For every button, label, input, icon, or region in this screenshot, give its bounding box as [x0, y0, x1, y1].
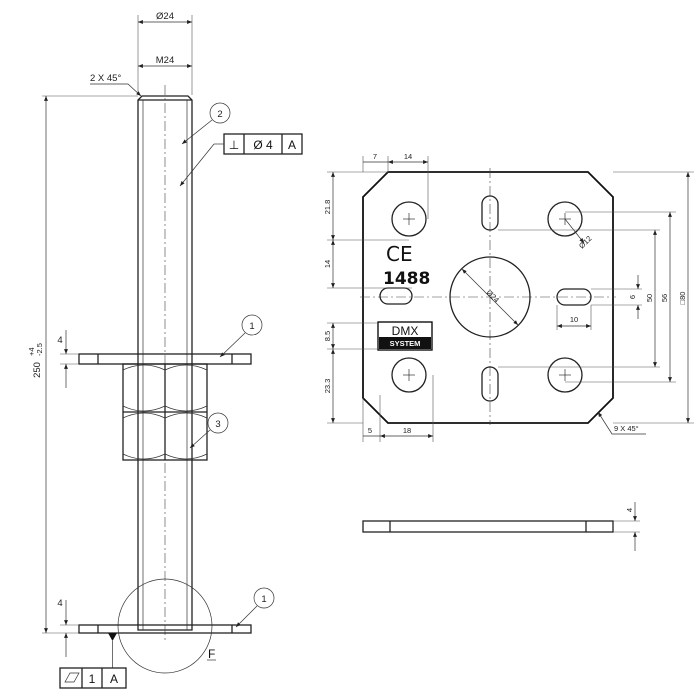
dim-overall-length-tol-lower: -2.5	[35, 343, 44, 356]
hole-bottom-left	[391, 357, 427, 393]
balloon-3-label: 3	[215, 419, 220, 430]
balloon-1-upper: 1	[219, 314, 263, 358]
detail-label: F	[208, 647, 215, 661]
dim-80-label: □80	[678, 292, 687, 305]
dim-thread: M24	[138, 55, 192, 68]
dim-left-vertical: 21.8 14 8.5 23.3	[323, 171, 412, 424]
dim-upper-plate-thickness-label: 4	[57, 335, 62, 346]
hex-nuts	[122, 363, 208, 461]
balloon-1-upper-label: 1	[249, 321, 254, 332]
fcf-perpendicular-tolerance: Ø 4	[253, 138, 273, 152]
fcf-flatness: 1 A	[59, 667, 127, 689]
dim-10-label: 10	[570, 315, 578, 324]
datum-a-marker	[108, 633, 117, 668]
dim-chamfer-plate-label: 9 X 45°	[614, 424, 639, 433]
dim-chamfer-rod-label: 2 X 45°	[90, 73, 121, 84]
plan-view: Ø24 Ø12	[323, 152, 694, 442]
slot-right	[556, 288, 592, 306]
threaded-rod	[137, 85, 193, 640]
slot-top	[481, 195, 499, 231]
fcf-perpendicular: ⊥ Ø 4 A	[179, 133, 303, 187]
perpendicular-icon: ⊥	[229, 138, 239, 152]
dim-8-5-label: 8.5	[323, 331, 332, 341]
dim-diameter-top-label: Ø24	[156, 11, 174, 22]
dim-21-8-label: 21.8	[323, 200, 332, 215]
dim-upper-plate-thickness: 4	[57, 330, 79, 388]
dim-dia12-label: Ø12	[577, 234, 593, 250]
dim-overall-length-tol-upper: +4	[27, 347, 36, 356]
fcf-perpendicular-datum: A	[288, 138, 296, 152]
hole-bottom-right	[547, 357, 583, 393]
dim-7-label: 7	[373, 152, 377, 161]
side-view: 4	[362, 502, 640, 551]
base-plate-outline	[362, 171, 614, 424]
balloon-1-lower-label: 1	[261, 594, 266, 605]
brand-top: DMX	[392, 324, 419, 338]
dim-6-label: 6	[628, 295, 637, 299]
dim-18-label: 18	[403, 426, 411, 435]
dim-top-horizontal: 7 14	[362, 152, 429, 219]
slot-bottom	[481, 366, 499, 402]
hole-top-left	[391, 201, 427, 237]
lower-plate-section	[78, 624, 252, 634]
cert-number: 1488	[383, 269, 430, 289]
dim-overall-length-value: 250	[32, 362, 43, 378]
dim-lower-plate-thickness-label: 4	[57, 598, 62, 609]
fcf-flatness-datum: A	[110, 672, 118, 686]
dim-dia24-label: Ø24	[485, 288, 501, 304]
dim-56-label: 56	[660, 294, 669, 302]
dim-diameter-top: Ø24	[137, 11, 193, 95]
balloon-2: 2	[181, 102, 231, 145]
dmx-logo: DMX SYSTEM	[377, 321, 433, 351]
dim-23-3-label: 23.3	[323, 379, 332, 394]
dim-right-vertical: 6 50 56 □80	[498, 171, 694, 424]
dim-50-label: 50	[645, 294, 654, 302]
dim-slot-width: 10	[556, 305, 592, 330]
balloon-2-label: 2	[217, 109, 222, 120]
slot-left	[379, 287, 413, 305]
side-thickness-label: 4	[625, 508, 634, 512]
brand-bottom: SYSTEM	[390, 339, 421, 348]
dim-thread-label: M24	[156, 55, 174, 66]
flatness-icon	[64, 672, 80, 683]
balloon-1-lower: 1	[235, 587, 275, 628]
elevation-view: Ø24 M24 2 X 45° 250 +4	[27, 11, 303, 689]
balloon-3: 3	[189, 412, 229, 449]
hole-top-right: Ø12	[547, 201, 593, 250]
fcf-flatness-tolerance: 1	[89, 672, 96, 686]
dim-bottom-horizontal: 5 18	[362, 375, 434, 442]
ce-mark: CE	[386, 242, 413, 266]
detail-circle: F	[117, 578, 216, 674]
dim-5-label: 5	[368, 426, 372, 435]
dim-chamfer-rod: 2 X 45°	[90, 73, 142, 97]
dim-14-top-label: 14	[404, 152, 412, 161]
dim-lower-plate-thickness: 4	[57, 598, 79, 657]
dim-chamfer-plate: 9 X 45°	[597, 411, 646, 435]
dim-14-left-label: 14	[323, 260, 332, 268]
